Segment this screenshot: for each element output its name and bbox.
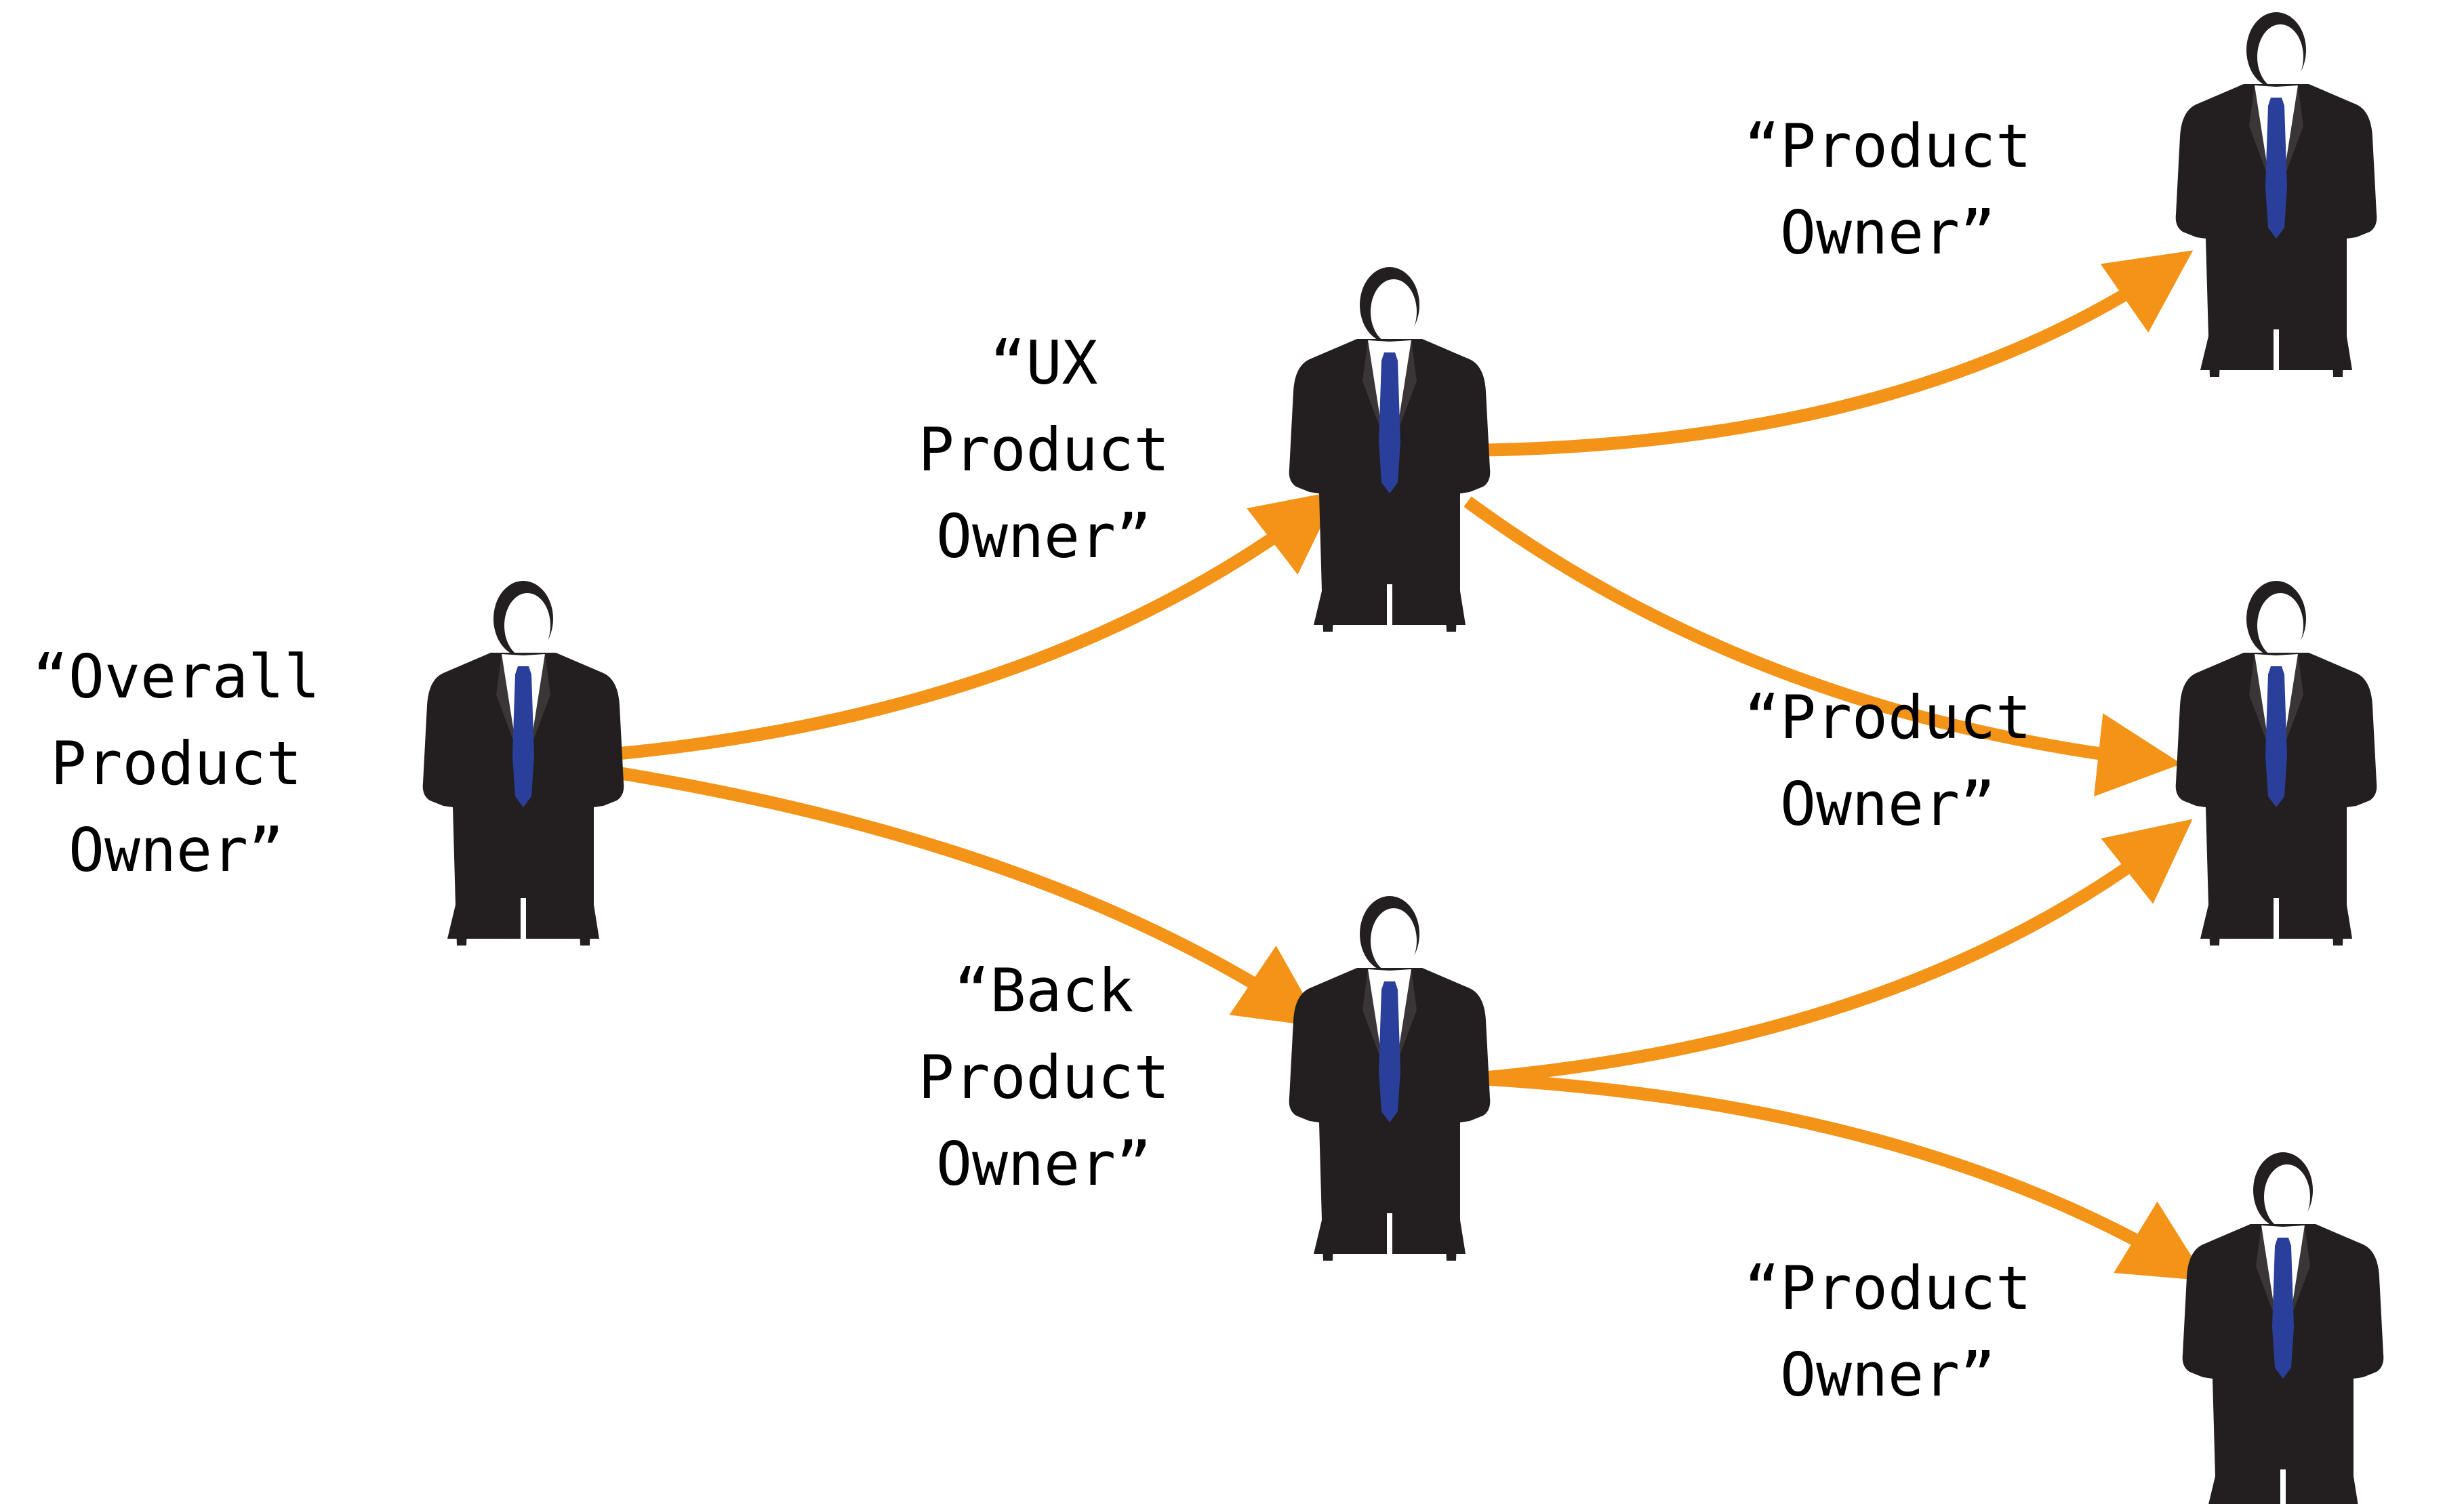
label-line: Product [918, 415, 1170, 485]
label-line: “Product [1744, 683, 2032, 752]
label-line: Product [918, 1042, 1170, 1112]
arrow-overall-to-back [615, 766, 1322, 1028]
label-line: “Product [1744, 1253, 2032, 1323]
label-line: Product [50, 729, 302, 798]
arrow-overall-to-ux [616, 490, 1339, 760]
label-line: Owner” [68, 815, 284, 885]
product-owner-label: “Product Owner” [1712, 103, 2064, 277]
businessman-icon [1289, 896, 1491, 1261]
arrow-back-to-po2 [1484, 819, 2193, 1084]
label-line: Owner” [1780, 1340, 1996, 1410]
label-line: Owner” [1780, 198, 1996, 268]
businessman-icon [2175, 581, 2377, 946]
label-line: Owner” [936, 1129, 1152, 1199]
label-line: “UX [990, 328, 1098, 398]
label-line: “Overall [33, 642, 320, 712]
businessman-icon [2182, 1152, 2384, 1504]
label-line: Owner” [1780, 769, 1996, 839]
back-product-owner-label: “Back Product Owner” [874, 948, 1213, 1208]
businessman-icon [1289, 267, 1491, 632]
ux-product-owner-label: “UX Product Owner” [874, 320, 1213, 580]
label-line: “Back [954, 956, 1134, 1025]
arrow-back-to-po3 [1484, 1072, 2207, 1281]
businessman-icon [422, 581, 624, 946]
label-line: Owner” [936, 502, 1152, 571]
arrow-ux-to-po2 [1463, 496, 2182, 797]
product-owner-label: “Product Owner” [1712, 1245, 2064, 1419]
overall-product-owner-label: “Overall Product Owner” [0, 634, 352, 894]
product-owner-label: “Product Owner” [1712, 674, 2064, 848]
businessman-icon [2175, 12, 2377, 377]
label-line: “Product [1744, 111, 2032, 181]
arrow-ux-to-po1 [1484, 250, 2194, 457]
